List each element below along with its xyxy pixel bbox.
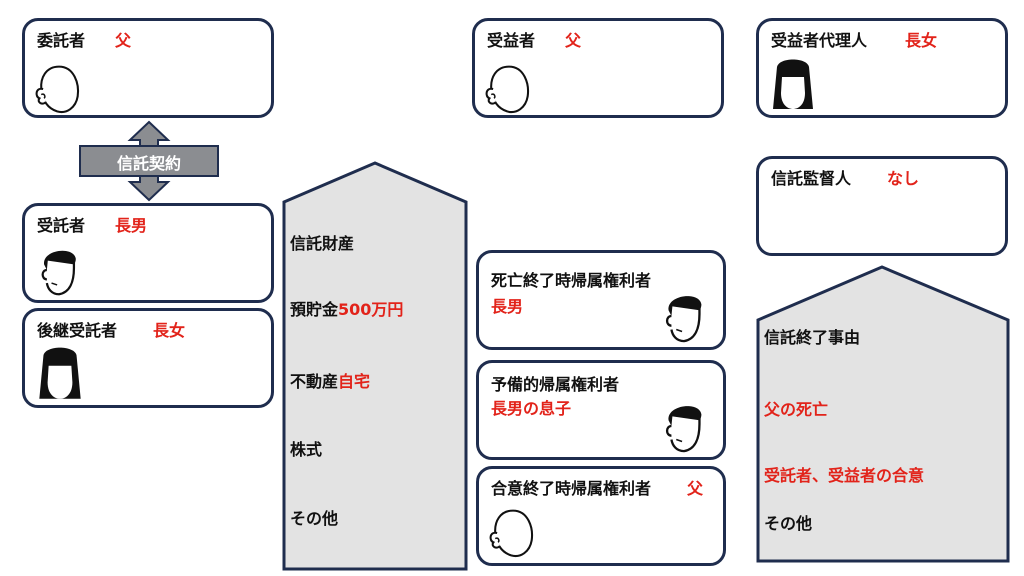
man-face-icon bbox=[655, 397, 713, 455]
elder-face-icon bbox=[485, 505, 541, 561]
trust-property-deposit: 預貯金500万円 bbox=[290, 300, 404, 319]
agreement-residual-person: 父 bbox=[687, 479, 704, 498]
termination-reason-death: 父の死亡 bbox=[764, 400, 829, 419]
death-residual-box: 死亡終了時帰属権利者 長男 bbox=[476, 250, 726, 350]
backup-residual-role: 予備的帰属権利者 bbox=[491, 375, 620, 394]
agreement-residual-box: 合意終了時帰属権利者 父 bbox=[476, 466, 726, 566]
supervisor-person: なし bbox=[887, 169, 920, 188]
beneficiary-box: 受益者 父 bbox=[472, 18, 724, 118]
trust-property-title: 信託財産 bbox=[290, 234, 355, 253]
supervisor-box: 信託監督人 なし bbox=[756, 156, 1008, 256]
death-residual-person: 長男 bbox=[491, 297, 524, 316]
trust-property-realestate: 不動産自宅 bbox=[290, 372, 371, 391]
elder-face-icon bbox=[31, 61, 87, 117]
man-face-icon bbox=[31, 242, 87, 298]
beneficiary-agent-role: 受益者代理人 bbox=[771, 31, 868, 50]
termination-title: 信託終了事由 bbox=[764, 328, 861, 347]
successor-trustee-box: 後継受託者 長女 bbox=[22, 308, 274, 408]
successor-trustee-person: 長女 bbox=[153, 321, 186, 340]
trustee-role: 受託者 bbox=[37, 216, 86, 235]
trustee-person: 長男 bbox=[115, 216, 148, 235]
settlor-box: 委託者 父 bbox=[22, 18, 274, 118]
death-residual-role: 死亡終了時帰属権利者 bbox=[491, 271, 652, 290]
backup-residual-person: 長男の息子 bbox=[491, 399, 572, 418]
trustee-box: 受託者 長男 bbox=[22, 203, 274, 303]
woman-face-icon bbox=[29, 343, 91, 405]
trust-property-house bbox=[282, 161, 468, 571]
beneficiary-agent-box: 受益者代理人 長女 bbox=[756, 18, 1008, 118]
termination-reason-other: その他 bbox=[764, 514, 813, 533]
elder-face-icon bbox=[481, 61, 537, 117]
man-face-icon bbox=[655, 287, 713, 345]
settlor-person: 父 bbox=[115, 31, 132, 50]
beneficiary-person: 父 bbox=[565, 31, 582, 50]
agreement-residual-role: 合意終了時帰属権利者 bbox=[491, 479, 652, 498]
trust-contract-arrow bbox=[79, 120, 219, 202]
trust-contract-label: 信託契約 bbox=[116, 154, 181, 173]
successor-trustee-role: 後継受託者 bbox=[37, 321, 118, 340]
backup-residual-box: 予備的帰属権利者 長男の息子 bbox=[476, 360, 726, 460]
supervisor-role: 信託監督人 bbox=[771, 169, 852, 188]
termination-house bbox=[756, 265, 1010, 563]
settlor-role: 委託者 bbox=[37, 31, 86, 50]
woman-face-icon bbox=[763, 55, 823, 115]
beneficiary-agent-person: 長女 bbox=[905, 31, 938, 50]
termination-reason-agreement: 受託者、受益者の合意 bbox=[764, 466, 925, 485]
trust-property-stocks: 株式 bbox=[290, 440, 323, 459]
trust-property-other: その他 bbox=[290, 509, 339, 528]
beneficiary-role: 受益者 bbox=[487, 31, 536, 50]
